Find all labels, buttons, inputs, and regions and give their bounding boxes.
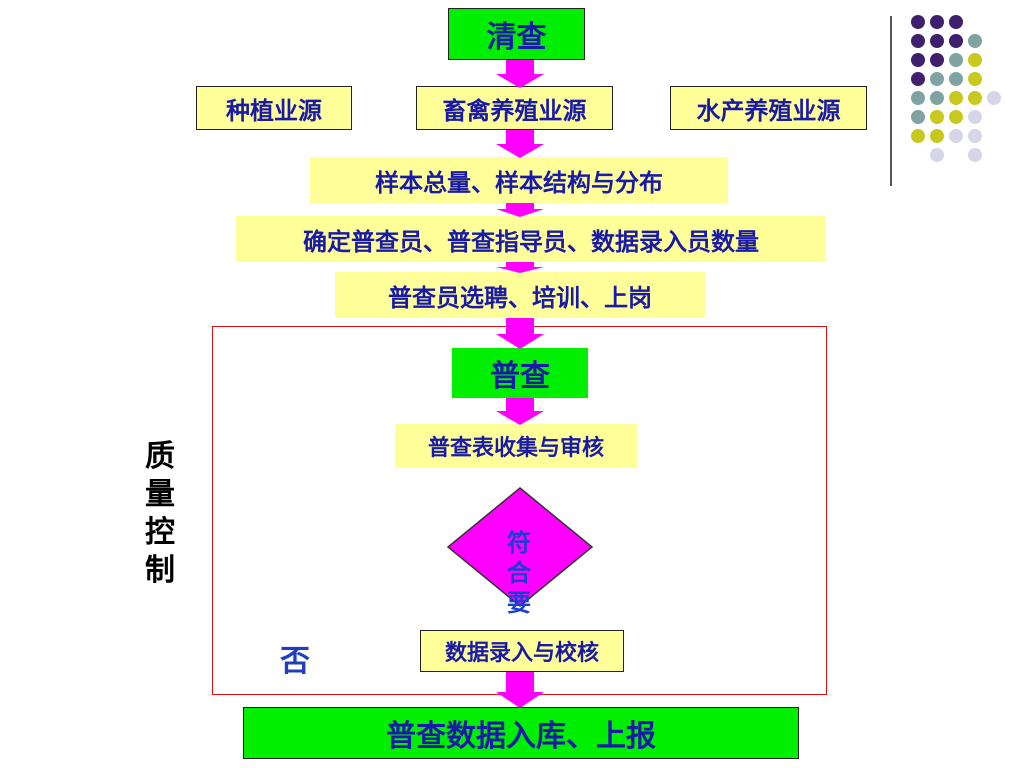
arrow-sources-to-sample [496,130,544,158]
decorative-dot [911,72,925,86]
decorative-dot [968,129,982,143]
arrow-staff-to-recruit [496,262,544,273]
decorative-dot [949,15,963,29]
decorative-dot [930,91,944,105]
step-label: 确定普查员、普查指导员、数据录入员数量 [303,227,759,256]
step-recruit-train: 普查员选聘、培训、上岗 [335,272,705,318]
final-node: 普查数据入库、上报 [243,707,799,759]
decorative-dot [930,110,944,124]
decorative-dot [911,91,925,105]
survey-node: 普查 [452,348,588,398]
survey-node-label: 普查 [490,359,550,394]
decorative-dot [930,72,944,86]
decorative-vertical-line [890,16,892,186]
decorative-dot [930,15,944,29]
decorative-dot [911,15,925,29]
source-box-aquaculture: 水产养殖业源 [670,86,867,130]
decorative-dot [911,110,925,124]
source-box-label: 水产养殖业源 [696,96,841,125]
data-entry-label: 数据录入与校核 [444,641,599,666]
top-node-qingcha: 清查 [448,8,585,60]
decision-diamond [446,487,594,607]
source-box-planting: 种植业源 [196,86,352,130]
source-box-label: 种植业源 [226,96,322,125]
decorative-dot [930,53,944,67]
decorative-dot [930,148,944,162]
decorative-dot [911,34,925,48]
decorative-dot [949,34,963,48]
decorative-dot [968,148,982,162]
top-node-label: 清查 [486,20,547,55]
decorative-dot [949,110,963,124]
arrow-entry-to-final [496,672,544,708]
step-determine-staff: 确定普查员、普查指导员、数据录入员数量 [236,216,826,262]
decorative-dot [987,91,1001,105]
decorative-dot [911,53,925,67]
arrow-sample-to-staff [496,203,544,217]
decorative-dot-grid [911,15,1001,162]
decorative-dot [930,34,944,48]
decorative-dot [949,91,963,105]
decorative-dot [911,129,925,143]
decorative-dot [968,53,982,67]
decorative-dot [968,72,982,86]
arrow-top-to-sources [496,60,544,88]
decorative-dot [930,129,944,143]
quality-control-label: 质量控制 [145,439,175,588]
data-entry-box: 数据录入与校核 [420,630,624,672]
decorative-dot [949,129,963,143]
decision-label: 符合要 [507,529,531,617]
collect-review-box: 普查表收集与审核 [395,424,637,468]
source-box-livestock: 畜禽养殖业源 [416,86,613,130]
final-node-label: 普查数据入库、上报 [386,719,656,754]
decorative-dot [968,34,982,48]
step-sample-structure: 样本总量、样本结构与分布 [310,157,728,203]
decorative-dot [949,53,963,67]
decorative-dot [968,110,982,124]
no-branch-label: 否 [280,644,310,679]
source-box-label: 畜禽养殖业源 [442,96,587,125]
dot-grid-dots [911,15,1001,162]
step-label: 样本总量、样本结构与分布 [375,168,663,197]
arrow-recruit-to-survey [496,318,544,349]
decorative-dot [949,72,963,86]
decorative-dot [968,91,982,105]
step-label: 普查员选聘、培训、上岗 [388,283,652,312]
arrow-survey-to-collect [496,398,544,425]
collect-review-label: 普查表收集与审核 [427,436,604,461]
